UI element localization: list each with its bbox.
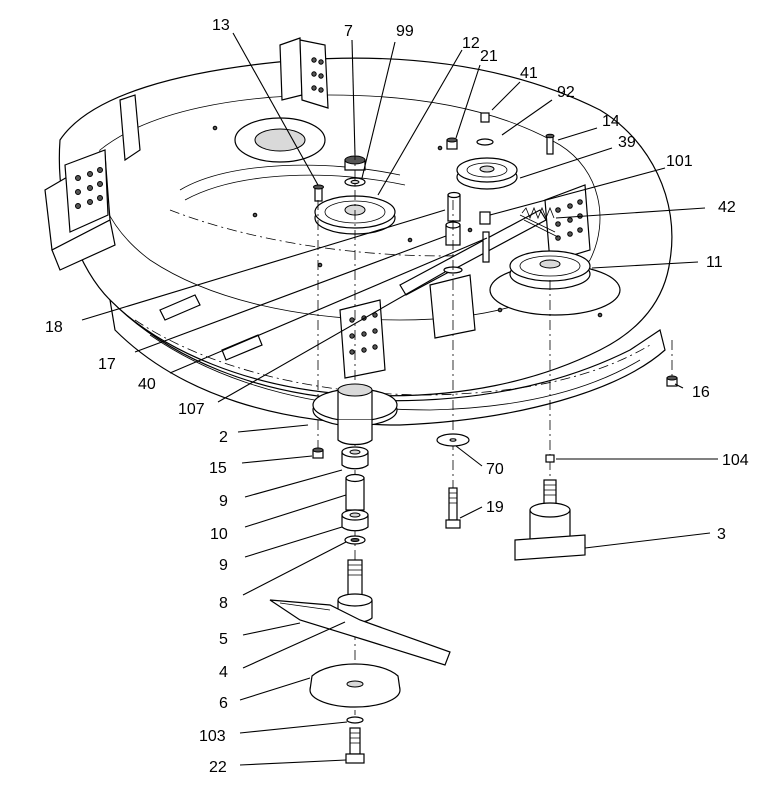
callout-10: 10 xyxy=(210,526,228,543)
nut-16 xyxy=(666,375,678,387)
washer-70 xyxy=(436,433,470,447)
callout-5: 5 xyxy=(219,631,228,648)
bolt-19 xyxy=(445,487,461,529)
callout-70: 70 xyxy=(486,461,504,478)
spacer-10 xyxy=(345,473,365,511)
callout-14: 14 xyxy=(602,113,620,130)
callout-4: 4 xyxy=(219,664,228,681)
callout-92: 92 xyxy=(557,84,575,101)
callout-13: 13 xyxy=(212,17,230,34)
callout-labels: 13 7 99 12 21 41 92 14 39 101 42 11 18 1… xyxy=(45,17,749,776)
callout-101: 101 xyxy=(666,153,693,170)
idler-hardware xyxy=(446,112,555,155)
idler-arm xyxy=(399,209,559,296)
callout-41: 41 xyxy=(520,65,538,82)
callout-12: 12 xyxy=(462,35,480,52)
callout-22: 22 xyxy=(209,759,227,776)
callout-99: 99 xyxy=(396,23,414,40)
right-spindle-pulley xyxy=(509,250,591,290)
bearing-9-top xyxy=(341,446,369,470)
spindle-assembly-3 xyxy=(514,479,586,561)
callout-39: 39 xyxy=(618,134,636,151)
callout-16: 16 xyxy=(692,384,710,401)
callout-7: 7 xyxy=(344,23,353,40)
blade-5 xyxy=(269,599,451,666)
left-small-bolt xyxy=(313,184,324,202)
nut-15 xyxy=(312,447,324,459)
callout-6: 6 xyxy=(219,695,228,712)
deck-rivets xyxy=(212,125,603,318)
idler-spring xyxy=(521,206,555,220)
leader-lines xyxy=(81,32,718,766)
left-bracket-holes xyxy=(75,167,103,209)
idler-pulley xyxy=(456,157,518,190)
callout-103: 103 xyxy=(199,728,226,745)
blade-bolt-22 xyxy=(345,727,365,764)
callout-2: 2 xyxy=(219,429,228,446)
callout-8: 8 xyxy=(219,595,228,612)
callout-21: 21 xyxy=(480,48,498,65)
callout-17: 17 xyxy=(98,356,116,373)
rear-bracket-holes xyxy=(311,57,324,93)
callout-15: 15 xyxy=(209,460,227,477)
callout-42: 42 xyxy=(718,199,736,216)
callout-9-lower: 9 xyxy=(219,557,228,574)
callout-3: 3 xyxy=(717,526,726,543)
nut-104 xyxy=(545,454,555,463)
nut-8 xyxy=(344,535,366,545)
blade-cup-6 xyxy=(309,663,401,708)
callout-104: 104 xyxy=(722,452,749,469)
bearing-9-bottom xyxy=(341,509,369,532)
callout-9-upper: 9 xyxy=(219,493,228,510)
callout-11: 11 xyxy=(706,254,723,271)
callout-18: 18 xyxy=(45,319,63,336)
callout-107: 107 xyxy=(178,401,205,418)
callout-19: 19 xyxy=(486,499,504,516)
front-bracket-holes xyxy=(349,312,378,355)
spindle-housing-2 xyxy=(312,383,398,446)
lock-washer-103 xyxy=(346,716,364,724)
callout-40: 40 xyxy=(138,376,156,393)
